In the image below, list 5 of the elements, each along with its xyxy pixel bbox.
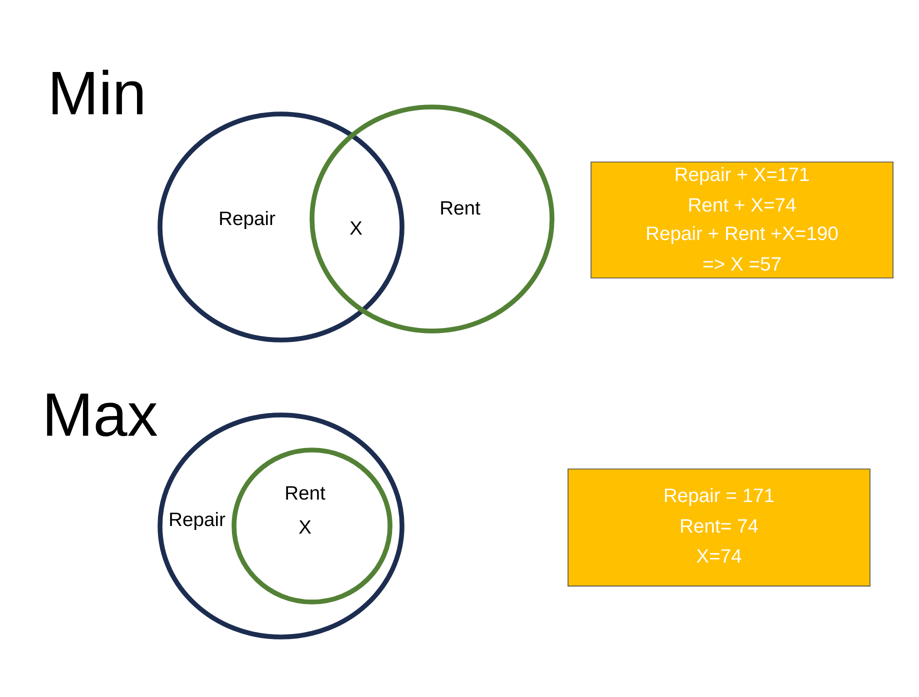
heading: Max <box>47 394 158 436</box>
equation-box: Repair = 171 Rent= 74 X=74 <box>568 468 870 586</box>
heading: Min <box>52 70 142 114</box>
overlap-label: X <box>350 221 362 235</box>
equation-box: Repair + X=171 Rent + X=74 Repair + Rent +X=190 => X =57 <box>590 162 894 278</box>
